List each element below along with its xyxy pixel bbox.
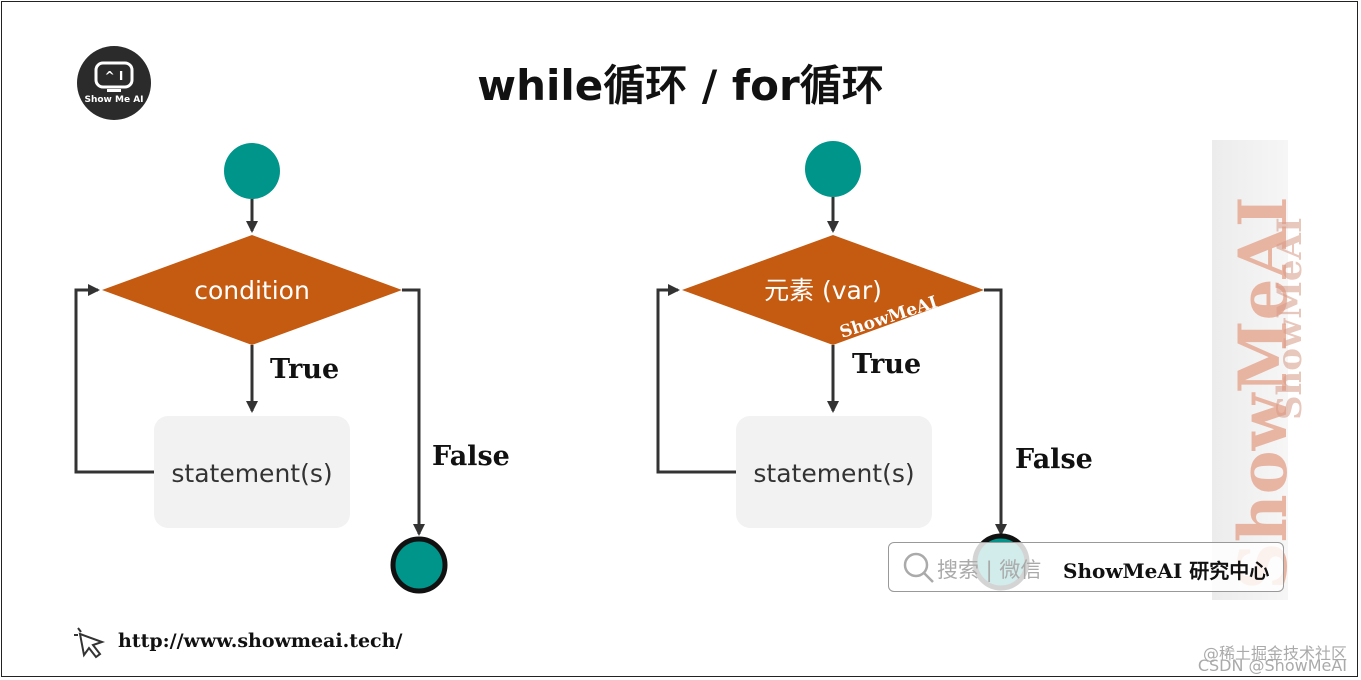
while-condition-label: condition — [194, 276, 310, 305]
community-credit: @稀土掘金技术社区 — [1202, 644, 1347, 663]
search-brand: ShowMeAI 研究中心 — [1063, 559, 1270, 583]
logo-text: Show Me AI — [84, 95, 144, 105]
for-start-node — [805, 141, 861, 197]
while-condition-diamond — [102, 235, 402, 345]
svg-text:^ I: ^ I — [105, 69, 124, 83]
showmeai-logo: ^ I Show Me AI — [77, 46, 151, 120]
while-loop-back-arrow — [74, 284, 154, 474]
while-end-node — [390, 536, 448, 594]
search-hint: 搜索 | 微信 — [937, 558, 1042, 582]
for-true-label: True — [852, 349, 921, 380]
while-statement-box — [154, 416, 350, 528]
search-icon — [903, 552, 934, 583]
while-start-node — [224, 143, 280, 199]
website-link[interactable]: http://www.showmeai.tech/ — [118, 630, 403, 652]
while-arrow-false — [402, 288, 425, 536]
page-title: while循环 / for循环 — [477, 61, 884, 110]
cursor-click-icon — [74, 627, 106, 659]
for-condition-diamond — [682, 235, 984, 345]
for-arrow-false — [984, 288, 1007, 536]
for-condition-label: 元素 (var) — [764, 276, 882, 305]
robot-icon: ^ I — [94, 61, 134, 92]
for-statement-box — [736, 416, 932, 528]
search-badge: 搜索 | 微信 ShowMeAI 研究中心 — [888, 542, 1284, 592]
for-loop-back-arrow — [656, 284, 736, 474]
for-false-label: False — [1015, 444, 1093, 475]
for-flowchart: 元素 (var) ShowMeAI True statement(s) Fals… — [656, 141, 1093, 591]
while-true-label: True — [270, 354, 339, 385]
while-flowchart: condition True statement(s) False — [74, 143, 510, 594]
csdn-credit: CSDN @ShowMeAI — [1197, 656, 1347, 675]
for-statement-label: statement(s) — [753, 459, 914, 488]
while-false-label: False — [432, 441, 510, 472]
side-watermark — [1212, 140, 1288, 600]
while-statement-label: statement(s) — [171, 459, 332, 488]
